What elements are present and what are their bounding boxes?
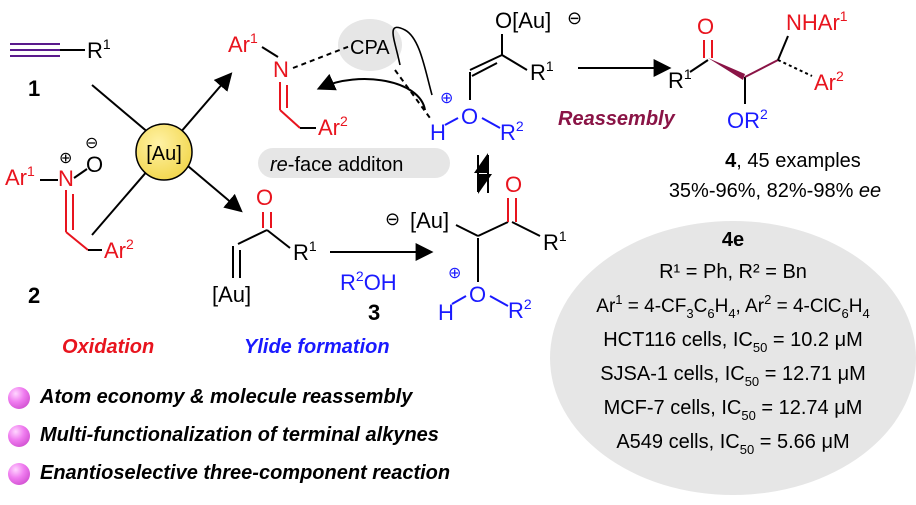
svg-text:OR2: OR2 [727, 106, 768, 133]
equilibrium-arrows [474, 153, 492, 194]
alcohol-3: R2OH 3 [340, 268, 397, 325]
svg-text:4, 45 examples: 4, 45 examples [725, 150, 861, 172]
svg-text:H: H [430, 120, 446, 145]
imine: Ar1 N CPA Ar2 [228, 19, 402, 140]
svg-text:O: O [256, 185, 273, 210]
gold-ylide: ⊖ [Au] O R1 ⊕ O H R2 [385, 172, 567, 325]
product-summary: 4, 45 examples 35%-96%, 82%-98% ee [669, 150, 881, 202]
ic50-mcf7: MCF-7 cells, IC50 = 12.74 μM [604, 397, 863, 423]
svg-text:[Au]: [Au] [212, 282, 251, 307]
gold-enolate: O[Au] ⊖ R1 ⊕ O H R2 [430, 8, 582, 145]
svg-text:R2OH: R2OH [340, 268, 397, 295]
pink-bullet-icon [8, 462, 30, 485]
ic50-sjsa1: SJSA-1 cells, IC50 = 12.71 μM [600, 363, 866, 389]
svg-text:H: H [438, 300, 454, 325]
ic50-a549: A549 cells, IC50 = 5.66 μM [616, 431, 849, 457]
svg-text:Ar1: Ar1 [228, 30, 258, 57]
h-bond-dash [394, 69, 431, 119]
svg-text:⊖: ⊖ [385, 209, 400, 229]
svg-text:O: O [469, 282, 486, 307]
svg-text:O: O [86, 152, 103, 177]
nitrone-2: Ar1 N ⊕ O ⊖ Ar2 2 [5, 135, 134, 308]
ylide-formation-label: Ylide formation [244, 336, 390, 358]
svg-text:R1: R1 [87, 36, 111, 63]
bullet-atom-economy: Atom economy & molecule reassembly [8, 386, 412, 409]
wedge-bond [708, 58, 745, 80]
svg-text:O: O [461, 104, 478, 129]
svg-text:⊕: ⊕ [448, 265, 461, 282]
svg-text:NHAr1: NHAr1 [786, 8, 848, 35]
svg-text:O: O [505, 172, 522, 197]
svg-text:R2: R2 [508, 296, 532, 323]
svg-text:R1: R1 [293, 238, 317, 265]
svg-text:O[Au]: O[Au] [495, 8, 551, 33]
svg-text:R1: R1 [530, 58, 554, 85]
svg-text:⊕: ⊕ [440, 90, 453, 107]
svg-text:re-face additon: re-face additon [270, 154, 403, 176]
cpa-highlight [338, 19, 402, 71]
svg-text:⊖: ⊖ [567, 8, 582, 28]
compound-number-2: 2 [28, 283, 40, 308]
svg-text:R1: R1 [668, 66, 692, 93]
svg-text:⊖: ⊖ [85, 135, 98, 152]
svg-text:N: N [58, 166, 74, 191]
svg-text:4e: 4e [722, 229, 744, 251]
svg-text:35%-96%, 82%-98% ee: 35%-96%, 82%-98% ee [669, 180, 881, 202]
oxidation-label: Oxidation [62, 336, 154, 358]
svg-text:Ar2: Ar2 [104, 236, 134, 263]
catalyst-arrows: [Au] [91, 72, 243, 236]
bullet-multi-functionalization: Multi-functionalization of terminal alky… [8, 424, 439, 447]
h-bond-loop [392, 26, 433, 96]
svg-text:Ar1: Ar1 [5, 163, 35, 190]
svg-text:Ar2: Ar2 [814, 68, 844, 95]
reassembly-label: Reassembly [558, 108, 676, 130]
pink-bullet-icon [8, 386, 30, 409]
pink-bullet-icon [8, 424, 30, 447]
svg-text:Ar2: Ar2 [318, 113, 348, 140]
compound-number-3: 3 [368, 300, 380, 325]
svg-text:[Au]: [Au] [146, 143, 182, 165]
svg-text:Ar1 = 4-CF3C6H4, Ar2 = 4-ClC6H: Ar1 = 4-CF3C6H4, Ar2 = 4-ClC6H4 [596, 292, 869, 321]
svg-text:R1: R1 [543, 228, 567, 255]
svg-text:⊕: ⊕ [59, 150, 72, 167]
gold-catalyst-ball [135, 123, 193, 181]
compound-number-1: 1 [28, 76, 40, 101]
re-face-label: re-face additon [258, 148, 450, 178]
alkyne-1: R1 1 [10, 36, 111, 101]
product-4: O R1 OR2 NHAr1 Ar2 [668, 8, 848, 133]
attack-arrow [316, 73, 426, 111]
svg-text:CPA: CPA [350, 37, 390, 59]
bullet-enantioselective: Enantioselective three-component reactio… [8, 462, 450, 485]
example-4e-panel: 4e R¹ = Ph, R² = Bn Ar1 = 4-CF3C6H4, Ar2… [550, 221, 916, 495]
ic50-hct116: HCT116 cells, IC50 = 10.2 μM [603, 329, 863, 355]
svg-text:[Au]: [Au] [410, 208, 449, 233]
svg-text:R2: R2 [500, 118, 524, 145]
svg-text:R¹ = Ph, R² = Bn: R¹ = Ph, R² = Bn [659, 261, 807, 283]
gold-carbene: O R1 [Au] [212, 185, 317, 307]
svg-text:O: O [697, 14, 714, 39]
svg-text:N: N [273, 57, 289, 82]
